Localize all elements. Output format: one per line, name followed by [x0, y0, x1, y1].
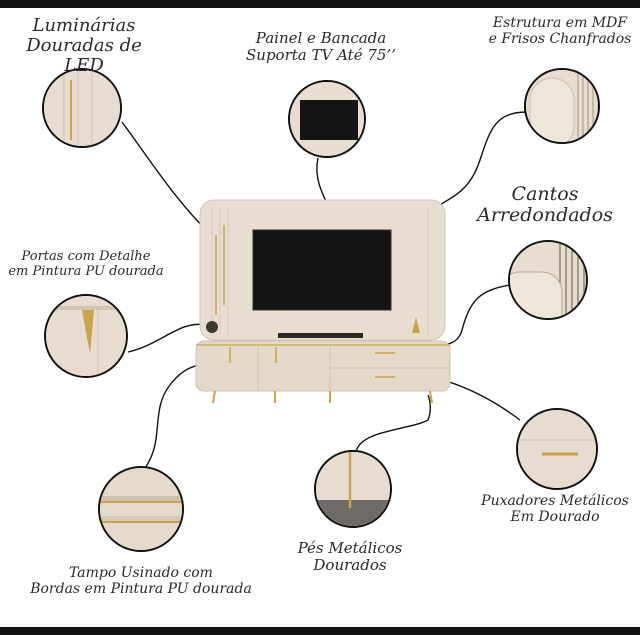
label-portas-line2: em Pintura PU dourada [8, 263, 164, 279]
label-pes-line2: Dourados [313, 555, 387, 574]
label-puxadores: Puxadores Metálicos Em Dourado [470, 493, 640, 525]
connector-pes [355, 394, 431, 453]
label-tampo: Tampo Usinado com Bordas em Pintura PU d… [14, 565, 268, 597]
detail-luminarias [42, 68, 122, 148]
label-cantos: Cantos Arredondados [470, 183, 620, 227]
label-tampo-line1: Tampo Usinado com [69, 565, 213, 581]
detail-cantos [508, 240, 588, 320]
label-luminarias: Luminárias Douradas de LED [4, 15, 164, 77]
soundbar [278, 333, 363, 338]
label-estrutura-line1: Estrutura em MDF [492, 15, 628, 31]
leg [429, 390, 433, 404]
label-puxadores-line1: Puxadores Metálicos [481, 493, 629, 509]
decor-plant [206, 321, 218, 333]
label-estrutura-line2: e Frisos Chanfrados [488, 30, 632, 47]
label-cantos-line1: Cantos [511, 183, 579, 205]
label-portas: Portas com Detalhe em Pintura PU dourada [0, 249, 172, 279]
bottom-border [0, 627, 640, 635]
detail-puxadores [516, 408, 598, 490]
console-body [195, 340, 451, 392]
label-estrutura: Estrutura em MDF e Frisos Chanfrados [480, 15, 640, 47]
furniture-illustration [195, 199, 451, 404]
detail-estrutura [524, 68, 600, 144]
detail-pes [314, 450, 392, 528]
label-tampo-line2: Bordas em Pintura PU dourada [30, 580, 252, 597]
connector-portas [127, 323, 206, 353]
label-portas-line1: Portas com Detalhe [21, 249, 151, 264]
detail-portas [44, 294, 128, 378]
tv-screen [252, 229, 392, 311]
connector-estrutura [439, 111, 528, 206]
detail-tampo [98, 466, 184, 552]
label-luminarias-line2: Douradas de LED [26, 35, 142, 77]
decor-sculpture [412, 317, 420, 333]
label-pes: Pés Metálicos Dourados [280, 540, 420, 574]
label-painel: Painel e Bancada Suporta TV Até 75’’ [236, 30, 406, 64]
label-puxadores-line2: Em Dourado [510, 508, 600, 525]
label-luminarias-line1: Luminárias [32, 15, 136, 36]
top-border [0, 0, 640, 8]
leg [212, 390, 216, 404]
label-cantos-line2: Arredondados [477, 204, 613, 227]
detail-painel [288, 80, 366, 158]
label-pes-line1: Pés Metálicos [297, 539, 403, 557]
label-painel-line1: Painel e Bancada [255, 29, 387, 47]
label-painel-line2: Suporta TV Até 75’’ [246, 45, 396, 64]
